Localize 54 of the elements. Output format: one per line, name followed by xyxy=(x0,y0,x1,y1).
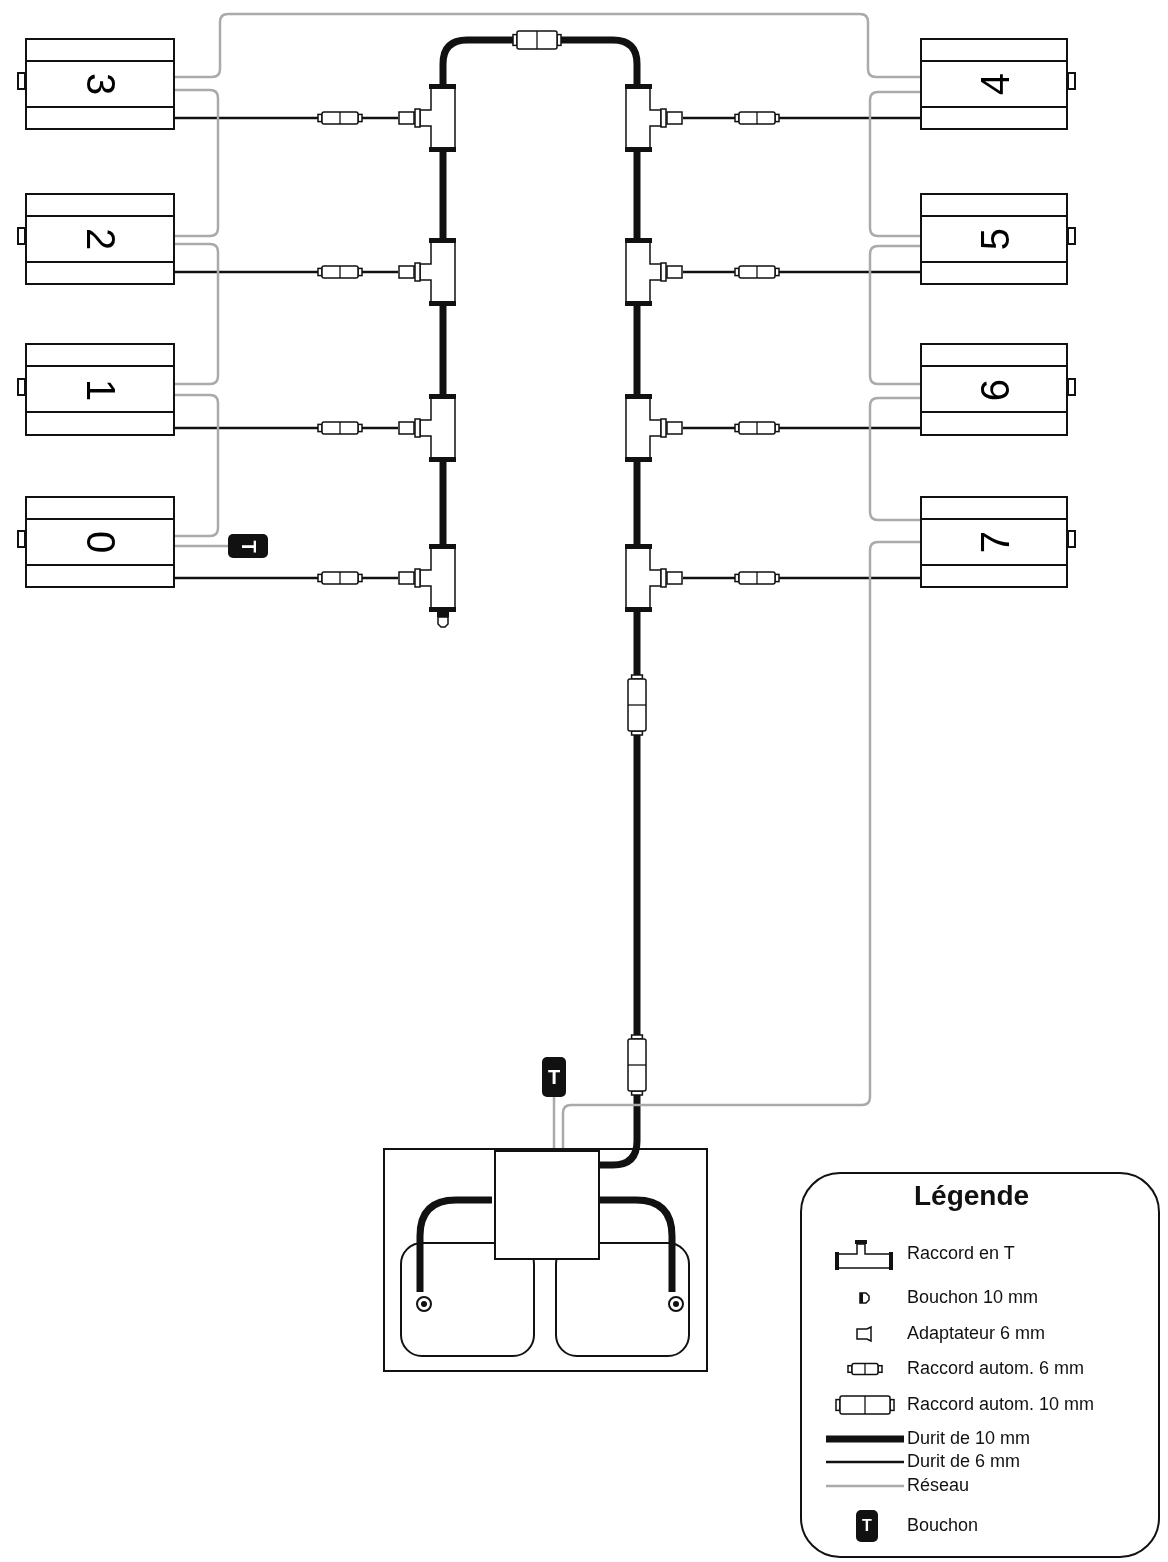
network-cable xyxy=(175,88,220,238)
terminator-cap: T xyxy=(228,534,268,558)
network-cable xyxy=(175,393,220,538)
terminator-cap-icon: T xyxy=(856,1510,878,1542)
tee-fitting xyxy=(398,238,456,306)
network-cable xyxy=(868,396,920,522)
network-cable xyxy=(552,1097,556,1148)
outlet-hole xyxy=(668,1296,684,1312)
legend-label: Bouchon xyxy=(907,1515,979,1536)
base-plate xyxy=(383,1148,708,1372)
unit-number: 1 xyxy=(81,378,122,401)
terminator-cap: T xyxy=(542,1057,566,1097)
legend-label: Bouchon 10 mm xyxy=(907,1287,1039,1308)
legend-label: Raccord autom. 10 mm xyxy=(907,1394,1095,1415)
unit-box xyxy=(920,496,1068,588)
unit-number: 5 xyxy=(975,227,1016,251)
tee-fitting xyxy=(398,544,456,612)
tee-fitting xyxy=(398,84,456,152)
legend-label: Adaptateur 6 mm xyxy=(907,1323,1046,1344)
network-cable xyxy=(868,90,920,238)
unit-number: 2 xyxy=(81,227,122,251)
unit-box xyxy=(25,193,175,285)
basin xyxy=(555,1242,690,1357)
legend-label: Réseau xyxy=(907,1475,970,1496)
unit-number: 6 xyxy=(975,378,1016,401)
legend-label: Raccord autom. 6 mm xyxy=(907,1358,1085,1379)
pump-box xyxy=(494,1150,600,1260)
unit-number: 3 xyxy=(81,72,122,96)
legend-label: Durit de 6 mm xyxy=(907,1451,1021,1472)
network-cable xyxy=(175,12,920,79)
network-cable xyxy=(175,544,228,548)
legend-title: Légende xyxy=(914,1180,1030,1212)
network-cable xyxy=(561,540,920,1148)
unit-box xyxy=(920,343,1068,436)
unit-number: 7 xyxy=(975,530,1016,554)
thick-hose xyxy=(439,36,641,84)
network-cable xyxy=(175,242,220,386)
unit-box xyxy=(25,38,175,130)
outlet-hole xyxy=(416,1296,432,1312)
unit-box xyxy=(25,496,175,588)
tee-fitting xyxy=(625,84,683,152)
basin xyxy=(400,1242,535,1357)
legend-label: Durit de 10 mm xyxy=(907,1428,1031,1449)
tee-fitting xyxy=(398,394,456,462)
legend-label: Raccord en T xyxy=(907,1243,1015,1264)
unit-box xyxy=(25,343,175,436)
network-cable xyxy=(868,244,920,386)
unit-box xyxy=(920,38,1068,130)
tee-fitting xyxy=(625,394,683,462)
unit-number: 0 xyxy=(81,530,122,554)
unit-number: 4 xyxy=(975,72,1016,96)
tee-fitting xyxy=(625,238,683,306)
tee-fitting xyxy=(625,544,683,612)
unit-box xyxy=(920,193,1068,285)
